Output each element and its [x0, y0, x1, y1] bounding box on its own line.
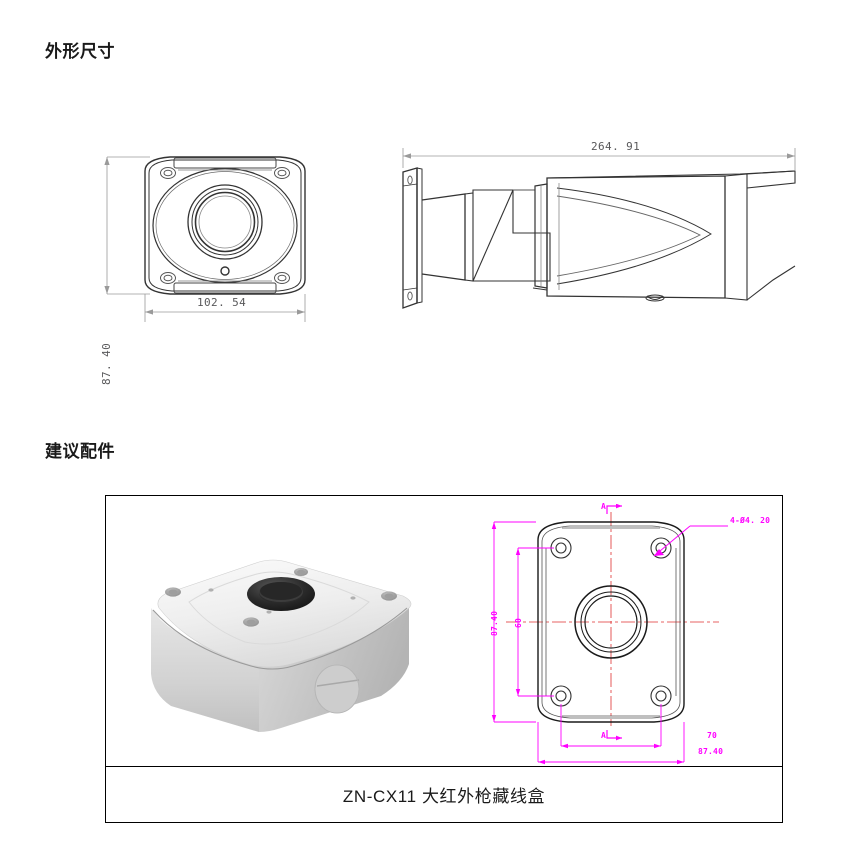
junction-box-hole-callout: 4-Ø4. 20 — [730, 516, 771, 525]
section-heading-accessories: 建议配件 — [45, 442, 115, 461]
accessory-caption: ZN-CX11 大红外枪藏线盒 — [342, 787, 546, 806]
camera-front-view-drawing: 87. 40 102. 54 — [90, 140, 340, 385]
junction-box-left-inner-dimension: 60 — [514, 617, 523, 628]
front-view-width-dimension: 102. 54 — [197, 296, 247, 309]
section-heading-dimensions: 外形尺寸 — [45, 42, 115, 61]
camera-side-view-svg — [402, 148, 796, 309]
section-mark-bottom-label: A — [601, 731, 606, 740]
camera-side-view-drawing: 264. 91 — [395, 138, 805, 333]
section-mark-top-label: A — [601, 502, 606, 511]
junction-box-top-view-drawing — [491, 504, 728, 765]
accessory-panel-body: 87.40 60 70 87.40 4-Ø4. 20 A A — [106, 496, 782, 768]
side-view-length-dimension: 264. 91 — [591, 140, 641, 153]
front-view-height-dimension: 87. 40 — [100, 342, 113, 385]
camera-front-view-svg — [104, 156, 306, 322]
accessory-caption-row: ZN-CX11 大红外枪藏线盒 — [106, 766, 782, 822]
junction-box-photo — [151, 559, 412, 732]
junction-box-bottom-inner-dimension: 70 — [707, 731, 718, 740]
accessory-panel: 87.40 60 70 87.40 4-Ø4. 20 A A ZN-CX11 大… — [105, 495, 783, 823]
junction-box-left-outer-dimension: 87.40 — [490, 610, 499, 636]
junction-box-bottom-outer-dimension: 87.40 — [698, 747, 724, 756]
